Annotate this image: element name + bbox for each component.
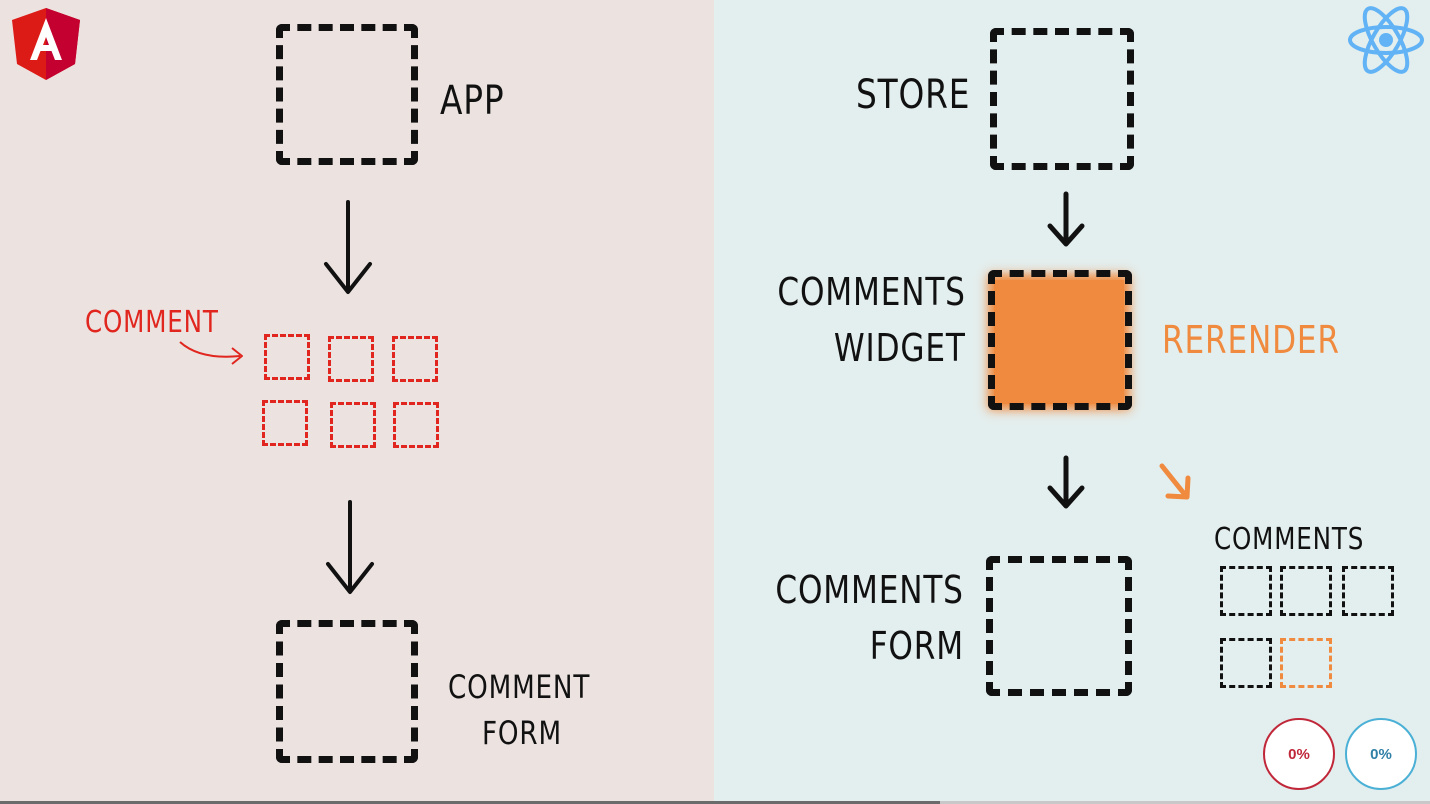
- curved-arrow-icon: [179, 341, 243, 365]
- comment-box: [264, 334, 310, 380]
- progress-bar-remaining: [940, 801, 1430, 804]
- comment-form-box: [276, 620, 418, 763]
- store-box: [990, 28, 1134, 170]
- comments-widget-label-line1: COMMENTS: [777, 270, 966, 314]
- comment-box: [1220, 638, 1272, 688]
- comments-widget-label-line2: WIDGET: [834, 326, 966, 370]
- percent-indicator-blue: 0%: [1345, 718, 1417, 790]
- new-comment-box: [1280, 638, 1332, 688]
- store-label: STORE: [856, 72, 971, 118]
- down-arrow-icon: [1047, 191, 1085, 247]
- comment-box: [1280, 566, 1332, 616]
- progress-bar-track: [0, 801, 1430, 804]
- comments-form-label-line1: COMMENTS: [775, 568, 964, 612]
- app-label: APP: [440, 78, 505, 124]
- comments-widget-box: [988, 270, 1132, 410]
- comment-box: [393, 402, 439, 448]
- comments-form-box: [986, 556, 1132, 696]
- react-logo-icon: [1348, 6, 1424, 74]
- down-arrow-icon: [1047, 455, 1085, 509]
- angular-logo-icon: [12, 8, 80, 80]
- comment-box: [330, 402, 376, 448]
- percent-indicator-red: 0%: [1263, 718, 1335, 790]
- comments-label: COMMENTS: [1214, 522, 1365, 557]
- react-panel: STORE COMMENTS WIDGET RERENDER COMMENTS …: [714, 0, 1430, 804]
- orange-arrow-icon: [1159, 463, 1191, 500]
- comment-box: [392, 336, 438, 382]
- comment-box: [1220, 566, 1272, 616]
- down-arrow-icon: [326, 500, 374, 594]
- rerender-highlight: [994, 280, 1124, 404]
- comment-box: [328, 336, 374, 382]
- down-arrow-icon: [324, 200, 372, 294]
- comment-box: [262, 400, 308, 446]
- comment-label: COMMENT: [85, 305, 219, 340]
- angular-panel: APP COMMENT COMMENT FORM: [0, 0, 714, 804]
- comment-form-label-line2: FORM: [482, 714, 562, 752]
- app-box: [276, 24, 418, 165]
- comment-box: [1342, 566, 1394, 616]
- comment-form-label-line1: COMMENT: [448, 668, 591, 706]
- rerender-label: RERENDER: [1162, 318, 1340, 362]
- comments-form-label-line2: FORM: [869, 624, 964, 668]
